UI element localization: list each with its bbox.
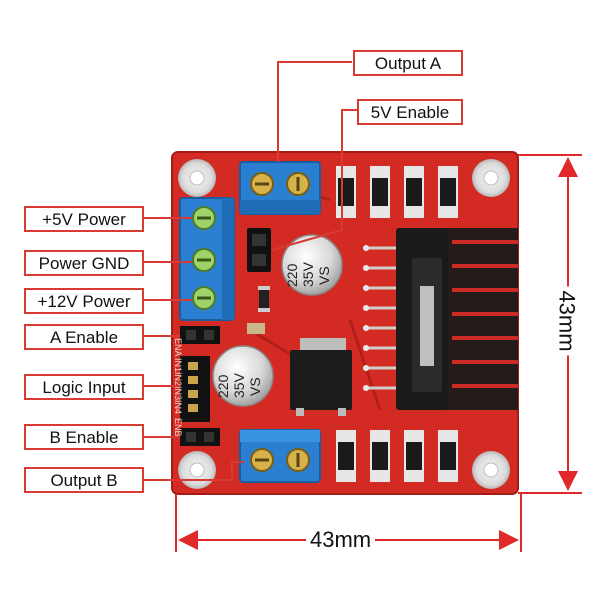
label-power-gnd: Power GND [24,250,144,276]
label-5v-power: +5V Power [24,206,144,232]
pin-label-in4: IN4 [173,400,183,414]
capacitor-lower-line1: 220 [215,374,231,398]
logic-input-header [180,356,210,422]
mounting-hole [472,451,510,489]
voltage-regulator [290,338,352,416]
capacitor-lower-line3: VS [247,377,263,396]
output-b-terminal [239,429,321,483]
label-output-a: Output A [353,50,463,76]
capacitor-upper-line1: 220 [284,263,300,287]
label-5v-enable: 5V Enable [357,99,463,125]
mounting-hole [178,159,216,197]
mounting-hole [178,451,216,489]
driver-ic-pins [363,245,369,391]
5v-enable-jumper [247,228,271,272]
leader-5v-enable [271,109,360,251]
heatsink [396,228,518,410]
leader-output-a [277,61,352,162]
led [247,323,265,334]
pin-label-enb: ENB [173,418,183,437]
dimension-width-label: 43mm [306,527,376,553]
capacitor-lower: 220 35V VS [212,345,274,407]
driver-ic-legs [368,246,398,390]
label-output-b: Output B [24,467,144,493]
capacitor-upper-line2: 35V [300,261,316,287]
pin-label-in3: IN3 [173,386,183,400]
label-12v-power: +12V Power [24,288,144,314]
label-b-enable: B Enable [24,424,144,450]
pin-label-in2: IN2 [173,372,183,386]
diodes-bottom [336,430,458,482]
capacitor-upper-line3: VS [316,266,332,285]
output-a-terminal [239,161,321,215]
leader-output-b [143,461,244,481]
mounting-hole [472,159,510,197]
leader-lines [143,61,360,481]
label-logic-input: Logic Input [24,374,144,400]
a-enable-jumper [180,326,220,344]
b-enable-jumper [180,428,220,446]
pin-label-ena: ENA [173,338,183,357]
capacitor-lower-line2: 35V [231,372,247,398]
resistor [259,288,269,310]
dimension-height-label: 43mm [553,286,580,356]
pin-label-in1: IN1 [173,358,183,372]
power-terminal [179,197,235,321]
label-a-enable: A Enable [24,324,144,350]
capacitor-upper: 220 35V VS [281,234,343,296]
